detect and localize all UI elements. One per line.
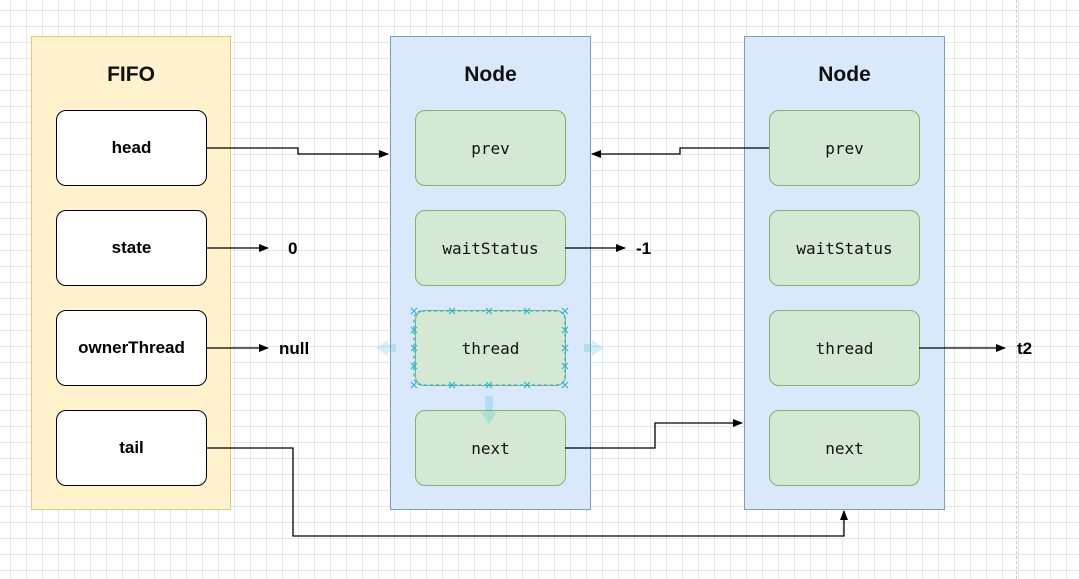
node-1-title: Node (464, 63, 517, 86)
state-value-label: 0 (288, 239, 298, 258)
selection-handle[interactable] (561, 381, 569, 389)
owner-thread-value-label: null (279, 339, 310, 358)
wait-status-value-label: -1 (636, 239, 652, 258)
selection-handle[interactable] (485, 307, 493, 315)
prev-to-node-1-arrow[interactable] (591, 147, 769, 158)
node-1-container[interactable]: Node prev waitStatus thread next (390, 36, 591, 510)
page-guide-line (1016, 0, 1017, 579)
selection-handle[interactable] (410, 381, 418, 389)
node-1-prev-field[interactable]: prev (415, 110, 566, 186)
node-2-title: Node (818, 63, 871, 86)
hover-direction-arrows[interactable] (376, 340, 604, 424)
node-2-thread-field[interactable]: thread (769, 310, 920, 386)
fifo-container[interactable]: FIFO head state ownerThread tail (31, 36, 231, 510)
selection-handle[interactable] (410, 326, 418, 334)
selection-handle[interactable] (448, 307, 456, 315)
selection-handle[interactable] (561, 326, 569, 334)
node-2-prev-field[interactable]: prev (769, 110, 920, 186)
node-1-next-field[interactable]: next (415, 410, 566, 486)
fifo-head-field[interactable]: head (56, 110, 207, 186)
node-2-next-field[interactable]: next (769, 410, 920, 486)
node-2-wait-status-field[interactable]: waitStatus (769, 210, 920, 286)
selection-handle[interactable] (561, 307, 569, 315)
selection-handle[interactable] (448, 381, 456, 389)
fifo-state-field[interactable]: state (56, 210, 207, 286)
selection-handle[interactable] (485, 381, 493, 389)
fifo-tail-field[interactable]: tail (56, 410, 207, 486)
head-to-node-1-arrow[interactable] (206, 147, 389, 158)
node-2-container[interactable]: Node prev waitStatus thread next (744, 36, 945, 510)
selection-handle[interactable] (523, 381, 531, 389)
selection-handle[interactable] (561, 362, 569, 370)
selection-outline[interactable] (410, 307, 569, 389)
down-hover-arrow[interactable] (481, 396, 497, 424)
next-to-node-2-arrow[interactable] (565, 419, 743, 449)
thread-value-label: t2 (1017, 339, 1033, 358)
selection-handle[interactable] (523, 307, 531, 315)
right-hover-arrow[interactable] (584, 340, 604, 356)
node-1-wait-status-field[interactable]: waitStatus (415, 210, 566, 286)
selection-handle[interactable] (410, 344, 418, 352)
selection-handle[interactable] (561, 344, 569, 352)
fifo-title: FIFO (107, 63, 155, 86)
selection-handle[interactable] (410, 307, 418, 315)
tail-to-node-2-arrow[interactable] (206, 447, 848, 537)
selection-handle[interactable] (410, 362, 418, 370)
left-hover-arrow[interactable] (376, 340, 396, 356)
